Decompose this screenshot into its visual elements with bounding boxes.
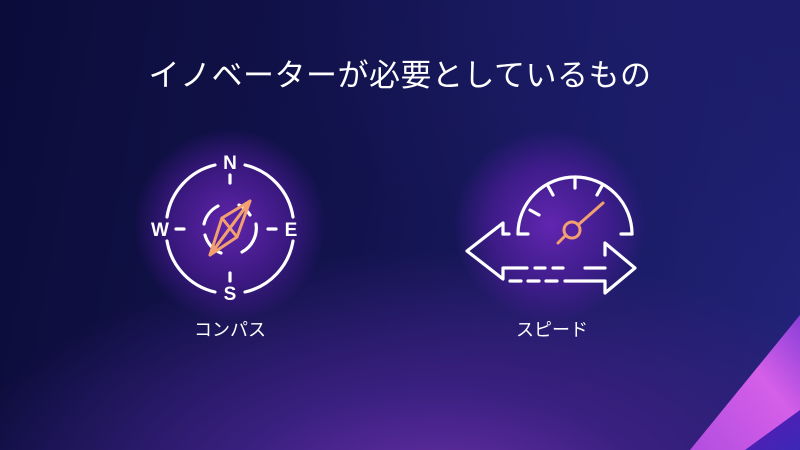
compass-label: コンパス	[194, 320, 266, 341]
compass-e: E	[285, 220, 298, 241]
compass-n: N	[223, 153, 237, 174]
compass-w: W	[151, 220, 169, 241]
compass-glow	[135, 130, 325, 320]
compass-icon: N S W E	[151, 153, 298, 305]
slide-title: イノベーターが必要としているもの	[148, 58, 652, 94]
speed-glow	[455, 130, 645, 320]
speedometer-arrows-icon	[465, 175, 637, 295]
speed-label: スピード	[516, 320, 588, 341]
compass-s: S	[224, 284, 237, 305]
